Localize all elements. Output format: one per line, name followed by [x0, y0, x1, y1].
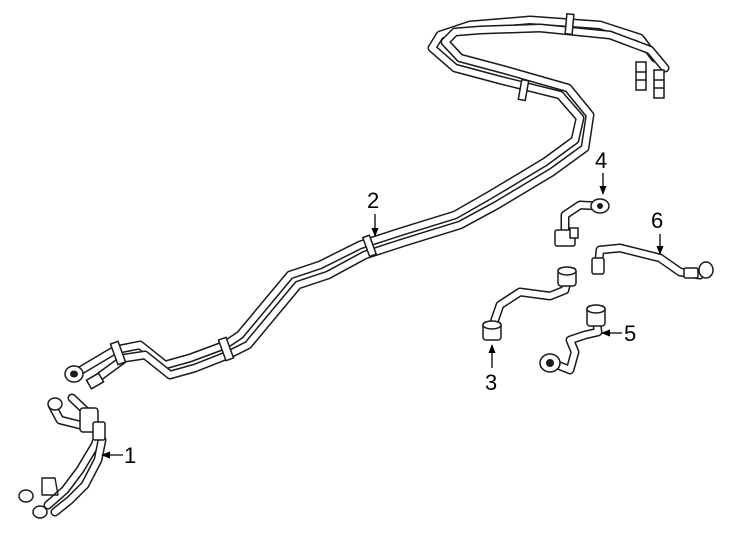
cooler-line-assembly [64, 12, 670, 390]
callout-1-label: 1 [124, 443, 136, 468]
bracket-part-4 [554, 198, 610, 247]
hose-part-5 [539, 304, 606, 375]
callout-3-label: 3 [485, 370, 497, 395]
callout-3: 3 [485, 344, 497, 395]
hose-part-3 [482, 266, 577, 341]
callout-6-label: 6 [651, 208, 663, 233]
callout-4-label: 4 [595, 148, 607, 173]
callout-2-label: 2 [367, 188, 379, 213]
hose-part-6 [591, 243, 714, 280]
callout-1: 1 [101, 443, 136, 468]
callout-5-label: 5 [624, 321, 636, 346]
lower-cooler-hose-assembly [18, 393, 107, 519]
callout-6: 6 [651, 208, 664, 255]
callout-5: 5 [601, 321, 636, 346]
callout-4: 4 [595, 148, 607, 195]
callout-2: 2 [367, 188, 379, 237]
